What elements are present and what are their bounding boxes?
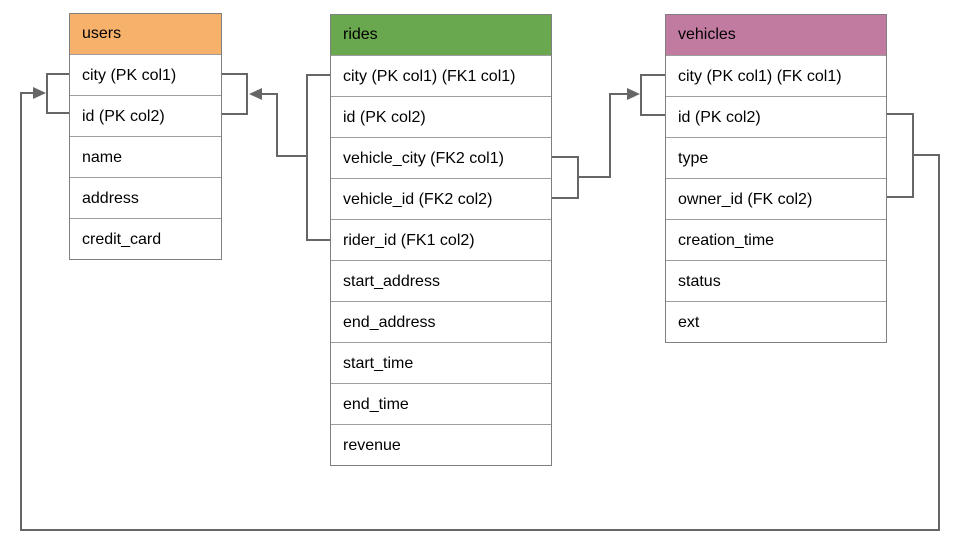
users-left-target-bracket — [46, 73, 69, 114]
table-row: city (PK col1) (FK col1) — [666, 55, 886, 96]
rides-fk1-bracket — [306, 74, 330, 241]
table-row: vehicle_id (FK2 col2) — [331, 178, 551, 219]
table-rides: rides city (PK col1) (FK1 col1) id (PK c… — [330, 14, 552, 466]
relationship-rides-to-users — [222, 73, 330, 241]
table-row: id (PK col2) — [70, 95, 221, 136]
relationship-rides-to-vehicles — [552, 74, 665, 199]
table-row: rider_id (FK1 col2) — [331, 219, 551, 260]
arrowhead-into-vehicles — [627, 88, 640, 100]
arrowhead-into-users — [249, 88, 262, 100]
table-row: address — [70, 177, 221, 218]
table-row: end_address — [331, 301, 551, 342]
table-row: credit_card — [70, 218, 221, 259]
rides-fk2-bracket — [552, 156, 579, 199]
table-row: creation_time — [666, 219, 886, 260]
table-row: ext — [666, 301, 886, 342]
rides-fk2-link — [578, 93, 628, 178]
table-row: type — [666, 137, 886, 178]
arrowhead-into-users-left — [33, 87, 46, 99]
table-row: revenue — [331, 424, 551, 465]
table-row: status — [666, 260, 886, 301]
table-rides-header: rides — [331, 15, 551, 55]
table-row: owner_id (FK col2) — [666, 178, 886, 219]
users-target-bracket — [222, 73, 248, 115]
table-vehicles-header: vehicles — [666, 15, 886, 55]
table-vehicles: vehicles city (PK col1) (FK col1) id (PK… — [665, 14, 887, 343]
table-row: vehicle_city (FK2 col1) — [331, 137, 551, 178]
table-row: id (PK col2) — [331, 96, 551, 137]
table-row: end_time — [331, 383, 551, 424]
table-row: id (PK col2) — [666, 96, 886, 137]
table-row: city (PK col1) — [70, 54, 221, 95]
vehicles-target-bracket — [640, 74, 665, 116]
table-row: name — [70, 136, 221, 177]
table-users-header: users — [70, 14, 221, 54]
table-row: start_address — [331, 260, 551, 301]
table-row: city (PK col1) (FK1 col1) — [331, 55, 551, 96]
table-row: start_time — [331, 342, 551, 383]
rides-fk1-link — [261, 93, 307, 157]
table-users: users city (PK col1) id (PK col2) name a… — [69, 13, 222, 260]
vehicles-fk-bracket — [886, 113, 914, 198]
